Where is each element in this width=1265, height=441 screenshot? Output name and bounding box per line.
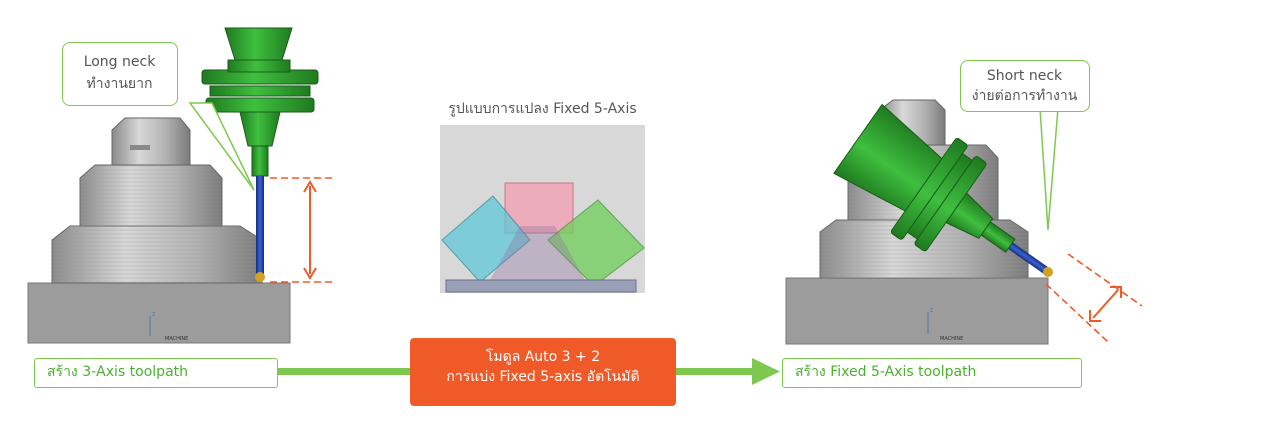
left-part: MACHINE Z [27,117,291,344]
left-callout-line1: Long neck [83,54,156,70]
right-tool-short-neck [1008,242,1051,276]
module-line1: โมดูล Auto 3 + 2 [485,349,601,365]
step-create-fixed-5axis-toolpath: สร้าง Fixed 5-Axis toolpath [782,358,1082,388]
left-tool-holder [239,111,281,147]
left-machine-label: MACHINE [165,336,188,342]
left-callout: Long neck ทำงานยาก [62,42,178,106]
right-neck-dimension [1045,253,1143,343]
left-tool-long-neck [256,176,264,274]
flow-connector-left [276,368,410,375]
left-neck-dimension [270,177,336,283]
flow-arrowhead [752,358,780,385]
left-tool-cone [224,27,293,61]
right-tool [833,103,1051,276]
left-tool [201,27,319,282]
left-top-tier [111,117,191,166]
left-tool-tip [255,272,265,282]
right-tool-cone [833,103,943,212]
right-machine-label: MACHINE [940,336,963,342]
right-base-block [785,277,1049,345]
right-callout-line2: ง่ายต่อการทำงาน [971,88,1078,104]
right-tool-tip [1043,267,1053,277]
left-base-block [27,282,291,344]
flow-connector-right [676,368,756,375]
right-callout: Short neck ง่ายต่อการทำงาน [960,60,1090,112]
center-figure-title: รูปแบบการแปลง Fixed 5-Axis [448,101,637,117]
left-callout-line2: ทำงานยาก [86,76,153,92]
center-base-plate [445,279,637,293]
left-callout-pointer [188,102,255,191]
module-line2: การแบ่ง Fixed 5-axis อัตโนมัติ [446,369,640,385]
center-green-block [547,199,645,287]
auto-3plus2-module-box: โมดูล Auto 3 + 2 การแบ่ง Fixed 5-axis อั… [410,338,676,406]
center-conversion-figure [440,125,645,293]
step-create-3axis-toolpath: สร้าง 3-Axis toolpath [34,358,278,388]
right-callout-pointer [1039,107,1059,231]
center-cyan-block [441,195,531,283]
right-callout-line1: Short neck [986,68,1063,84]
left-axis-label: Z [152,312,156,318]
right-axis-label: Z [930,308,934,314]
